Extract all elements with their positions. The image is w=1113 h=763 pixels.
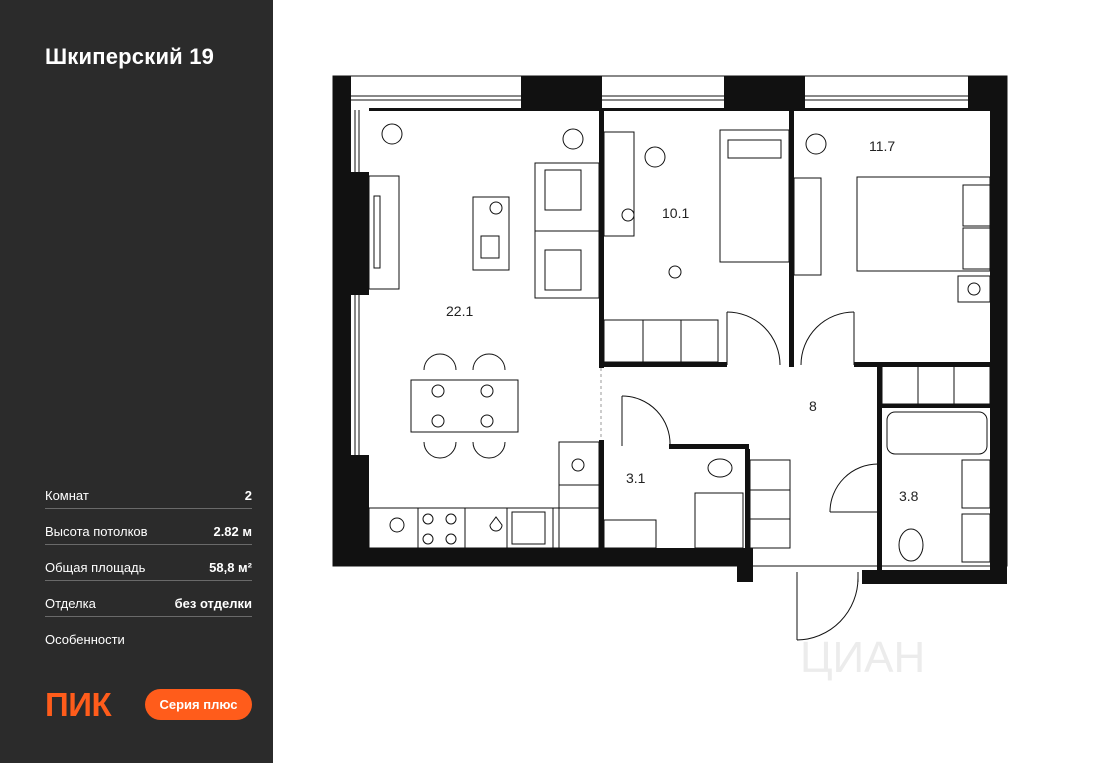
outer-walls [333, 76, 1007, 584]
spec-value: 2.82 м [213, 524, 252, 539]
watermark-text: ЦИАН [800, 633, 925, 682]
spec-rooms: Комнат 2 [45, 482, 252, 509]
room-area-kids: 10.1 [662, 205, 689, 221]
window-lines [332, 75, 1008, 567]
spec-label: Высота потолков [45, 524, 148, 539]
pik-logo: ПИК [45, 686, 112, 723]
building-title: Шкиперский 19 [45, 44, 215, 69]
bedroom-furniture [793, 133, 991, 405]
doors [621, 311, 879, 641]
room-area-bath2: 3.8 [899, 488, 919, 504]
room-area-bath1: 3.1 [626, 470, 646, 486]
spec-ceiling-height: Высота потолков 2.82 м [45, 518, 252, 545]
room-area-bedroom: 11.7 [869, 138, 895, 154]
spec-finish: Отделка без отделки [45, 590, 252, 617]
spec-value: 2 [244, 488, 252, 503]
room-area-living: 22.1 [446, 303, 473, 319]
spec-label: Общая площадь [45, 560, 146, 575]
living-furniture [368, 123, 600, 549]
info-sidebar: Шкиперский 19 Комнат 2 Высота потолков 2… [0, 0, 273, 763]
spec-label: Отделка [45, 596, 96, 611]
spec-value: 58,8 м² [209, 560, 252, 575]
spec-features: Особенности [45, 626, 252, 652]
series-badge[interactable]: Серия плюс [145, 689, 252, 720]
spec-label: Комнат [45, 488, 89, 503]
spec-value: без отделки [174, 596, 252, 611]
bathroom-fixtures [603, 411, 991, 563]
floor-plan: ЦИАН [332, 75, 1008, 682]
inner-walls [369, 108, 990, 570]
spec-total-area: Общая площадь 58,8 м² [45, 554, 252, 581]
room-area-hall: 8 [809, 398, 817, 414]
kids-room-furniture [603, 129, 790, 363]
spec-label: Особенности [45, 632, 125, 647]
